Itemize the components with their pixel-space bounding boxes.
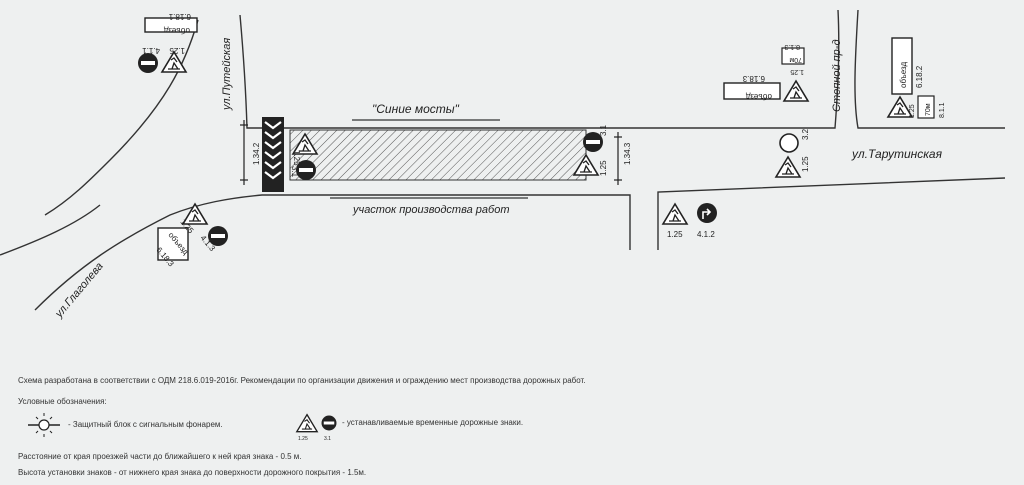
distance-plate-text: 70м — [925, 103, 932, 116]
sign-code-label: 1.34.3 — [623, 142, 632, 165]
detour-sign-icon — [723, 82, 781, 100]
chevron-barrier-icon — [262, 117, 284, 192]
no-entry-legend-icon — [321, 415, 337, 431]
sign-code-label: 6.18.3 — [742, 74, 765, 83]
street-tarutinskaya-label: ул.Тарутинская — [851, 147, 943, 161]
sign-code-label: 3.2 — [801, 128, 810, 140]
detour-sign-icon — [144, 17, 198, 33]
sign-code-label: 4.1.1 — [142, 46, 160, 55]
detour-sign-icon — [891, 37, 913, 95]
street-putevaya-label: ул.Путейская — [221, 38, 233, 111]
sign-code-label: 6.18.2 — [915, 65, 924, 88]
sign-code-label: 1.25 — [909, 104, 916, 118]
legend-distance: Расстояние от края проезжей части до бли… — [18, 452, 302, 461]
detour-sign-text: объезд — [745, 92, 772, 101]
no-traffic-sign-icon — [779, 133, 799, 153]
sign-code-label: 8.1.3 — [784, 43, 800, 50]
street-stepnoy-label: Степной пр-д — [831, 39, 843, 112]
sign-code-label: 1.25 — [667, 230, 683, 239]
protective-block-legend-icon — [28, 413, 60, 437]
roadworks-sign-icon — [662, 203, 688, 225]
sign-code-label: 3.1 — [599, 124, 608, 136]
legend-mini-code: 3.1 — [324, 436, 331, 442]
detour-sign-text: объезд — [899, 61, 908, 88]
bridge-name-label: "Синие мосты" — [372, 102, 460, 116]
roads — [0, 9, 1006, 311]
sign-code-label: 1.34.2 — [252, 142, 261, 165]
protective-block-icon — [240, 120, 622, 185]
legend-title: Условные обозначения: — [18, 397, 107, 406]
distance-plate-icon — [917, 95, 935, 119]
legend-height: Высота установки знаков - от нижнего кра… — [18, 468, 367, 477]
sign-code-label: 1.25 — [599, 160, 608, 176]
work-zone — [289, 119, 587, 199]
roadworks-legend-icon — [296, 413, 318, 433]
legend-block-desc: - Защитный блок с сигнальным фонарем. — [68, 420, 223, 429]
straight-only-sign-icon — [138, 53, 158, 73]
sign-code-label: 1.25 — [790, 68, 804, 75]
sign-code-label: 3.1 — [290, 166, 299, 178]
detour-sign-text: объезд — [163, 26, 190, 35]
sign-code-label: 4.1.2 — [697, 230, 715, 239]
distance-plate-text: 70м — [789, 56, 802, 63]
sign-code-label: 1.25 — [801, 156, 810, 172]
distance-plate-icon — [781, 47, 805, 65]
legend-mini-code: 1.25 — [298, 436, 308, 442]
work-zone-label: участок производства работ — [352, 204, 509, 216]
detour-sign-icon — [157, 227, 189, 261]
legend-note: Схема разработана в соответствии с ОДМ 2… — [18, 376, 586, 385]
legend-signs-desc: - устанавливаемые временные дорожные зна… — [342, 418, 524, 427]
street-glagoleva-label: ул.Глаголева — [52, 260, 105, 320]
sign-code-label: 1.25 — [169, 46, 185, 55]
sign-code-label: 6.18.1 — [168, 12, 191, 21]
sign-code-label: 1.25 — [292, 150, 301, 166]
sign-code-label: 8.1.1 — [939, 102, 946, 118]
roadworks-sign-icon — [775, 156, 801, 178]
turn-right-sign-icon — [697, 203, 717, 223]
roadworks-sign-icon — [783, 80, 809, 102]
